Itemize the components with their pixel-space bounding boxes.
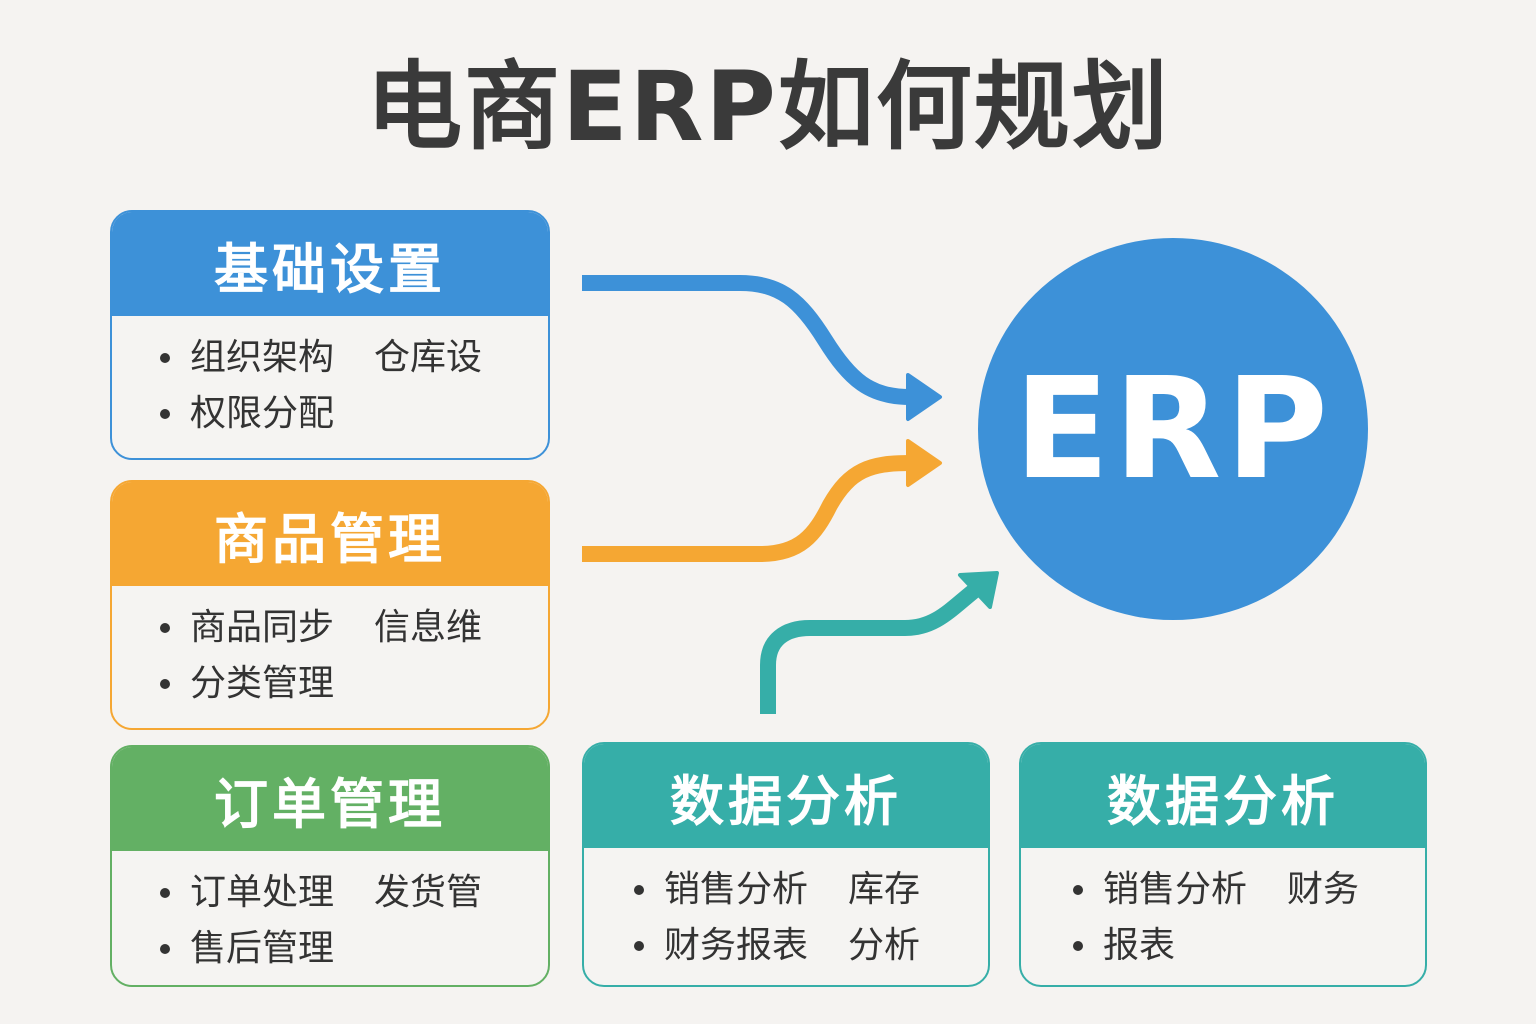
bullet-icon [160, 353, 170, 363]
card-item: 分析 [848, 925, 921, 966]
card-line: 报表 [1073, 918, 1425, 974]
card-line: 分类管理 [160, 656, 548, 712]
card-title: 数据分析 [1107, 769, 1339, 833]
card-line: 财务报表 分析 [634, 918, 988, 974]
card-line: 销售分析 库存 [634, 862, 988, 918]
card-item: 报表 [1103, 925, 1176, 966]
arrow-basic-settings [582, 275, 942, 421]
bullet-icon [1073, 941, 1083, 951]
card-data-analysis-2: 数据分析 销售分析 财务 报表 [1019, 742, 1427, 987]
erp-center-node: ERP [978, 238, 1368, 620]
bullet-icon [634, 941, 644, 951]
card-line: 权限分配 [160, 386, 548, 442]
card-header: 订单管理 [112, 747, 548, 851]
card-product-management: 商品管理 商品同步 信息维 分类管理 [110, 480, 550, 730]
bullet-icon [634, 885, 644, 895]
card-line: 组织架构 仓库设 [160, 330, 548, 386]
card-item: 发货管 [374, 872, 483, 913]
bullet-icon [160, 623, 170, 633]
card-data-analysis-1: 数据分析 销售分析 库存 财务报表 分析 [582, 742, 990, 987]
card-item: 商品同步 [190, 607, 335, 648]
card-line: 销售分析 财务 [1073, 862, 1425, 918]
bullet-icon [160, 679, 170, 689]
card-header: 基础设置 [112, 212, 548, 316]
erp-label: ERP [1013, 347, 1333, 511]
card-basic-settings: 基础设置 组织架构 仓库设 权限分配 [110, 210, 550, 460]
card-title: 订单管理 [214, 772, 446, 836]
card-item: 仓库设 [374, 337, 483, 378]
card-header: 数据分析 [584, 744, 988, 848]
card-order-management: 订单管理 订单处理 发货管 售后管理 [110, 745, 550, 987]
card-title: 基础设置 [214, 237, 446, 301]
card-item: 财务 [1287, 869, 1360, 910]
card-item: 订单处理 [190, 872, 335, 913]
card-item: 销售分析 [664, 869, 809, 910]
card-line: 订单处理 发货管 [160, 865, 548, 921]
page-title: 电商ERP如何规划 [366, 51, 1170, 163]
card-header: 数据分析 [1021, 744, 1425, 848]
arrow-data-analysis [760, 571, 999, 714]
card-line: 商品同步 信息维 [160, 600, 548, 656]
bullet-icon [1073, 885, 1083, 895]
card-title: 数据分析 [670, 769, 902, 833]
arrow-product-management [582, 439, 942, 562]
bullet-icon [160, 944, 170, 954]
card-item: 组织架构 [190, 337, 335, 378]
bullet-icon [160, 409, 170, 419]
card-item: 分类管理 [190, 663, 335, 704]
bullet-icon [160, 888, 170, 898]
card-item: 信息维 [374, 607, 483, 648]
card-line: 售后管理 [160, 921, 548, 977]
card-item: 财务报表 [664, 925, 809, 966]
card-item: 权限分配 [190, 393, 335, 434]
card-item: 售后管理 [190, 928, 335, 969]
card-item: 库存 [848, 869, 921, 910]
card-title: 商品管理 [214, 507, 446, 571]
card-item: 销售分析 [1103, 869, 1248, 910]
card-header: 商品管理 [112, 482, 548, 586]
